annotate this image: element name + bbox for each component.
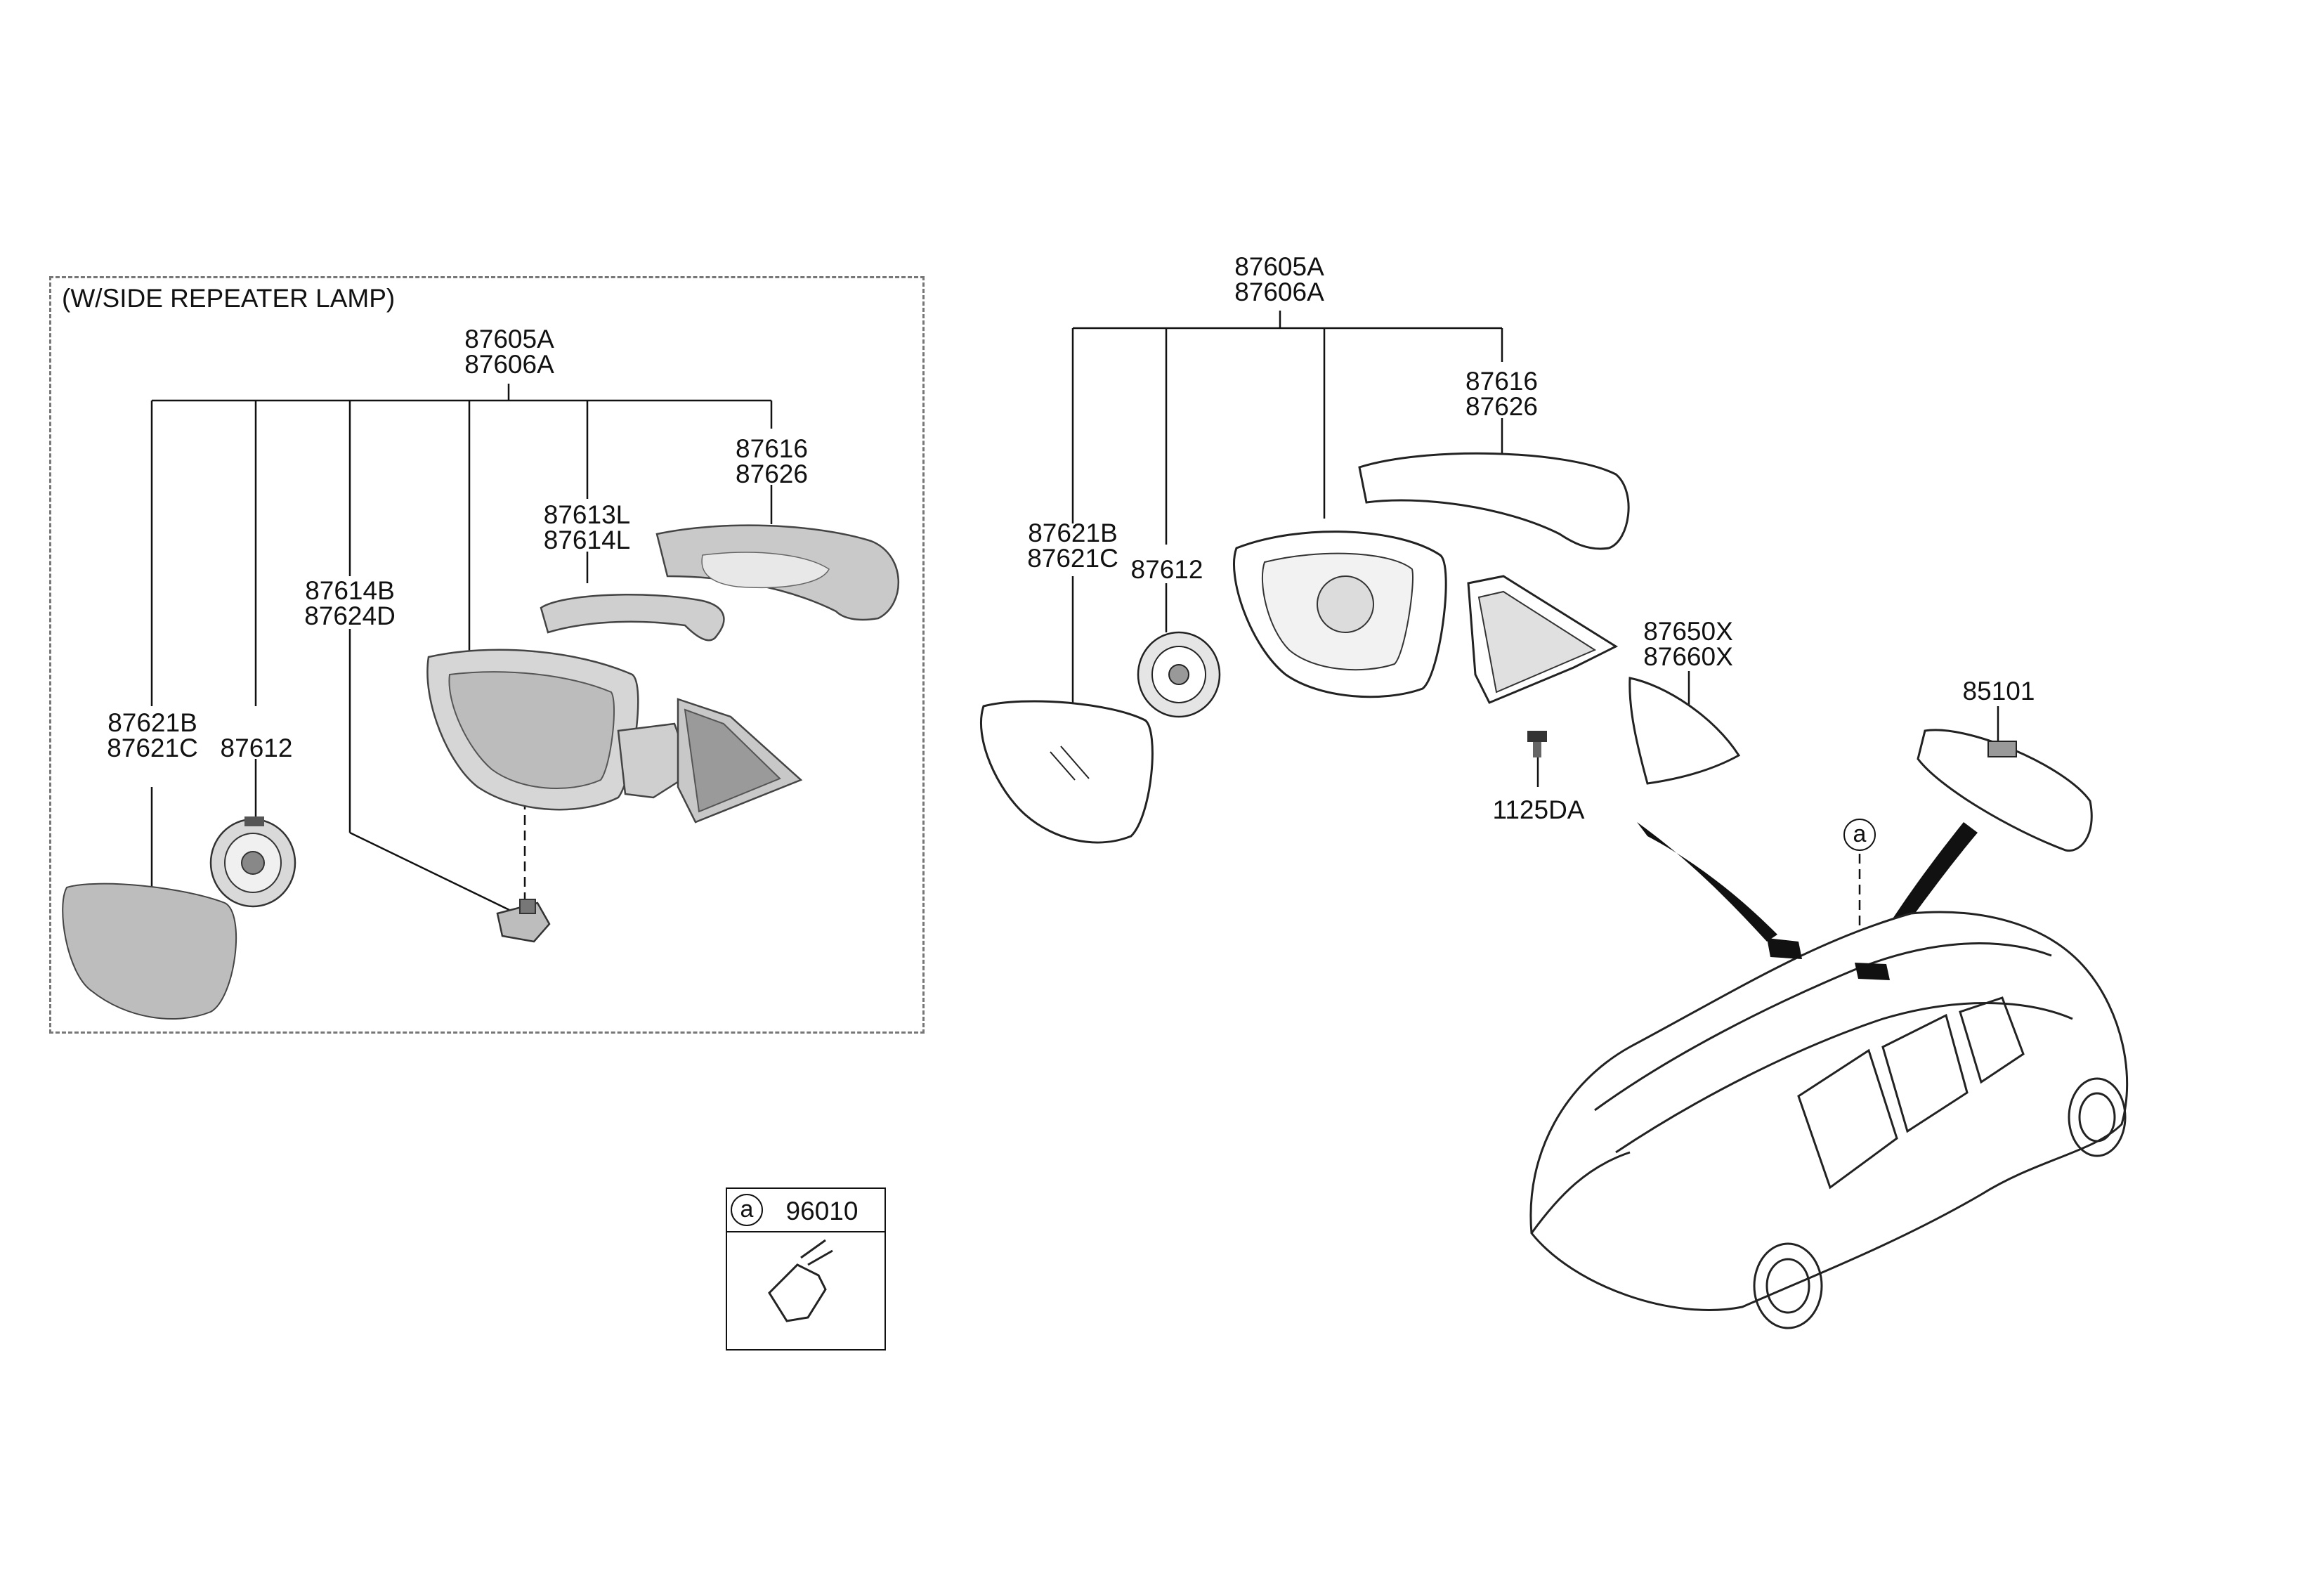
mirror-glass-icon [980, 700, 1154, 844]
inside-mirror-icon [1917, 729, 2093, 852]
vehicle-icon [1529, 911, 2129, 1329]
bolt-icon [1527, 731, 1547, 757]
mirror-cover-icon [655, 524, 900, 621]
mirror-cover-icon [1358, 452, 1630, 550]
legend-box: a 96010 [726, 1187, 886, 1351]
label-cover-2: 87626 [1465, 392, 1538, 421]
label-glass-1: 87621B [1028, 519, 1118, 547]
connector-clip-icon [768, 1239, 833, 1322]
label-lamp-2: 87614L [543, 526, 631, 554]
label-cover-1: 87616 [736, 434, 808, 463]
label-glass-2: 87621C [1027, 544, 1118, 573]
label-assy-2: 87606A [464, 350, 554, 379]
leader-lines [150, 311, 1999, 911]
mirror-housing-icon [426, 649, 803, 824]
label-inside-mirror: 85101 [1962, 677, 2035, 705]
label-assy-2: 87606A [1234, 278, 1324, 306]
inset-title: (W/SIDE REPEATER LAMP) [62, 284, 396, 313]
legend-callout-a: a [731, 1194, 763, 1226]
pointer-wedge [1637, 822, 1777, 942]
label-cover-2: 87626 [736, 460, 808, 488]
label-bolt: 1125DA [1492, 795, 1585, 824]
puddle-lamp-icon [496, 899, 551, 943]
label-trim-2: 87660X [1643, 642, 1733, 671]
mirror-glass-icon [62, 883, 237, 1020]
mirror-actuator-icon [1137, 631, 1221, 718]
legend-part-number: 96010 [785, 1197, 859, 1225]
windshield-mount-icon [1767, 938, 1802, 959]
legend-header: a 96010 [727, 1189, 884, 1232]
label-glass-2: 87621C [107, 734, 198, 762]
label-trim-1: 87650X [1643, 617, 1733, 646]
label-puddle-1: 87614B [305, 576, 395, 605]
windshield-mount-icon [1855, 963, 1890, 980]
label-assy-1: 87605A [1234, 252, 1324, 281]
label-puddle-2: 87624D [304, 601, 396, 630]
mirror-actuator-icon [209, 816, 296, 908]
label-assy-1: 87605A [464, 325, 554, 353]
label-lamp-1: 87613L [543, 500, 631, 529]
label-actuator: 87612 [220, 734, 293, 762]
label-actuator: 87612 [1130, 555, 1203, 584]
side-repeater-lamp-frame [49, 276, 925, 1034]
label-glass-1: 87621B [107, 708, 197, 737]
side-repeater-lamp-icon [540, 594, 725, 642]
mirror-housing-icon [1233, 531, 1619, 704]
label-cover-1: 87616 [1465, 367, 1538, 396]
callout-a: a [1843, 819, 1876, 851]
corner-trim-icon [1628, 677, 1741, 785]
